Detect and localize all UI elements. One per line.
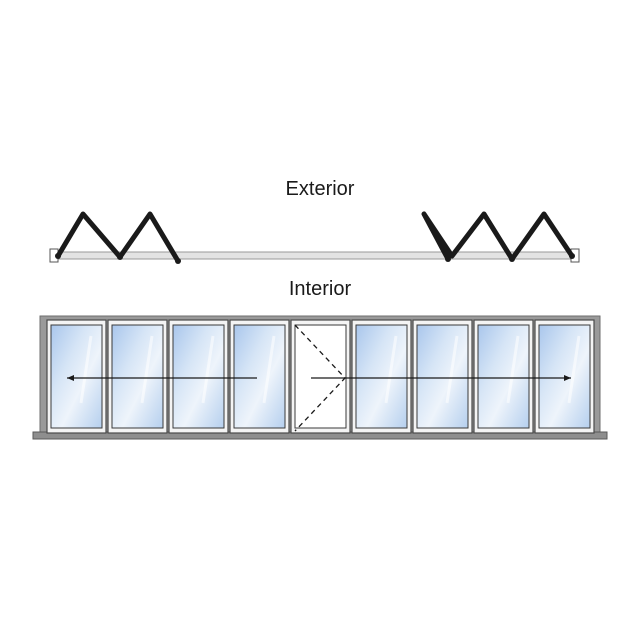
glass-reflection (506, 335, 520, 404)
hinge-marker (569, 253, 575, 259)
door-panel-glass (538, 324, 591, 429)
glass-reflection (201, 335, 215, 404)
right-folded-panel-stack (421, 211, 575, 262)
hinge-marker (175, 258, 181, 264)
door-panel-glass (111, 324, 164, 429)
glass-reflection (79, 335, 93, 404)
door-panel-glass (416, 324, 469, 429)
hinge-marker (509, 256, 515, 262)
glass-reflection (384, 335, 398, 404)
exterior-plan-view (49, 211, 580, 264)
door-panel-glass (172, 324, 225, 429)
hinge-marker (117, 254, 123, 260)
door-panel-glass (50, 324, 103, 429)
interior-elevation-view (32, 315, 608, 440)
hinge-marker (55, 253, 61, 259)
glass-reflection (262, 335, 276, 404)
door-panel-glass (477, 324, 530, 429)
glass-reflection (567, 335, 581, 404)
glass-reflection (140, 335, 154, 404)
hinge-marker (445, 256, 451, 262)
door-panels (46, 319, 595, 434)
swing-indicator (294, 324, 346, 432)
glass-reflection (445, 335, 459, 404)
exterior-label: Exterior (285, 178, 355, 200)
door-panel-glass (233, 324, 286, 429)
plan-track (52, 251, 578, 260)
interior-label: Interior (288, 278, 352, 300)
open-panel-glass (294, 324, 347, 429)
door-panel-glass (355, 324, 408, 429)
